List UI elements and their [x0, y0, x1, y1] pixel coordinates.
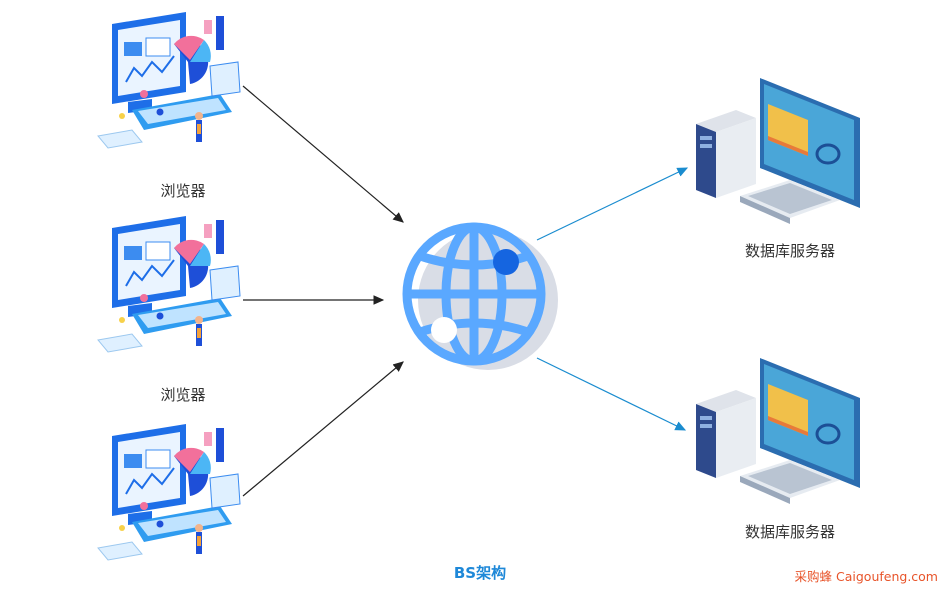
- edge-globe-server-1: [536, 167, 689, 241]
- database-server-icon: [696, 78, 860, 224]
- browser-label-2: 浏览器: [160, 386, 206, 404]
- browser-illustration-icon: [97, 424, 241, 561]
- edge-globe-server-2: [536, 357, 687, 431]
- browser-illustration-icon: [97, 12, 241, 149]
- database-server-icon: [696, 358, 860, 504]
- browser-illustration-icon: [97, 216, 241, 353]
- browser-label-1: 浏览器: [160, 182, 206, 200]
- diagram-caption: BS架构: [453, 564, 507, 582]
- server-label-2: 数据库服务器: [744, 523, 835, 541]
- globe-icon: [402, 222, 558, 370]
- watermark-text: 采购蜂 Caigoufeng.com: [794, 569, 938, 584]
- server-label-1: 数据库服务器: [744, 242, 835, 260]
- edge-browser-1-globe: [242, 85, 404, 223]
- edge-browser-3-globe: [242, 361, 404, 497]
